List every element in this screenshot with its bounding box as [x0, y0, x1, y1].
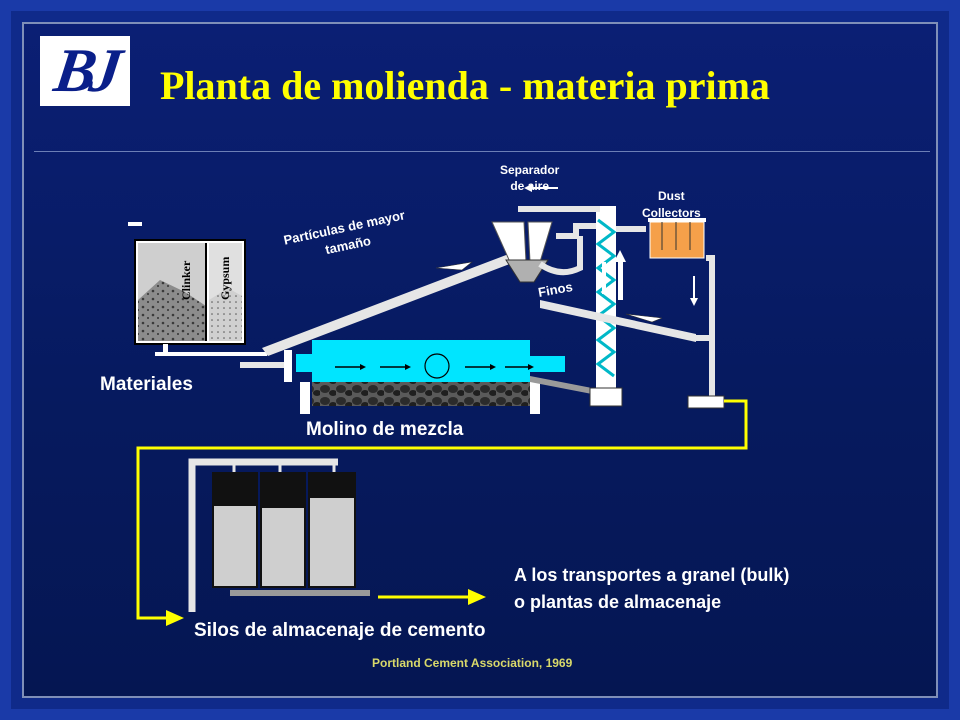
gypsum-bin-label: Gypsum — [218, 257, 232, 300]
elevator-down-arrow — [602, 262, 606, 294]
bucket-elevator — [589, 206, 626, 407]
silo-3-cement — [310, 498, 354, 586]
separator-left-cone — [491, 221, 527, 263]
coarse-flow-arrow — [435, 261, 474, 271]
mill-inlet-plate — [284, 350, 292, 382]
source-citation: Portland Cement Association, 1969 — [372, 656, 573, 670]
dust-collector-unit — [649, 221, 705, 259]
mill-grinding-media — [312, 382, 530, 406]
silo-1-cement — [214, 506, 256, 586]
mixing-mill — [284, 340, 565, 414]
material-bins: Clinker Gypsum — [128, 222, 267, 356]
dust-collector-label-line2: Collectors — [642, 206, 701, 220]
bin-feed-belt — [155, 352, 267, 356]
slide-title: Planta de molienda - materia prima — [160, 63, 770, 108]
mill-support-right — [530, 382, 540, 414]
dust-collector-label-line1: Dust — [658, 189, 685, 203]
collector-outlet-pipe — [706, 255, 715, 396]
dust-collector-label: Dust Collectors — [642, 188, 701, 222]
mill-feed-pipe — [240, 362, 288, 368]
mill-label: Molino de mezcla — [306, 419, 464, 440]
mill-rotation-symbol — [424, 353, 450, 379]
gypsum-pile — [209, 288, 242, 341]
transfer-arrowhead — [166, 610, 184, 626]
silo-2-cement — [262, 508, 304, 586]
collector-feed-duct — [616, 226, 646, 232]
silo-fill-pipe — [188, 458, 338, 612]
bulk-transport-label: A los transportes a granel (bulk) o plan… — [514, 562, 789, 616]
air-separator — [491, 184, 600, 283]
product-pump — [687, 395, 725, 409]
transfer-line — [136, 399, 748, 620]
silos-label: Silos de almacenaje de cemento — [194, 620, 486, 641]
mill-support-left — [300, 382, 310, 414]
company-logo: BJ — [40, 36, 130, 106]
bin-top-spout — [128, 222, 142, 226]
separator-top-duct — [518, 206, 600, 212]
elevator-up-arrow — [618, 258, 623, 300]
clinker-bin-label: Clinker — [179, 260, 193, 300]
fines-loop-pipe — [538, 236, 583, 276]
separator-label: Separador de aire — [500, 162, 559, 194]
separator-right-cone — [527, 221, 553, 263]
bulk-transport-label-line1: A los transportes a granel (bulk) — [514, 565, 790, 585]
fines-pipe-to-elevator — [556, 223, 596, 239]
title-divider — [34, 151, 930, 152]
coarse-return-pipe — [262, 252, 520, 356]
dust-collectors — [648, 218, 715, 396]
bulk-transport-label-line2: o plantas de almacenaje — [514, 592, 722, 612]
fines-pipe — [540, 300, 696, 342]
cement-silos — [188, 458, 370, 612]
clinker-pile — [138, 280, 206, 341]
separator-label-line1: Separador — [500, 163, 560, 177]
separator-label-line2: de aire — [510, 179, 550, 193]
fines-flow-arrow — [625, 313, 663, 323]
bin-stand — [163, 344, 168, 354]
separator-hopper — [505, 259, 549, 283]
bulk-transport-arrowhead — [468, 589, 486, 605]
mill-discharge-conveyor — [530, 376, 592, 394]
silo-discharge-conveyor — [230, 590, 370, 596]
materials-label: Materiales — [100, 374, 193, 395]
elevator-boot — [589, 387, 623, 407]
